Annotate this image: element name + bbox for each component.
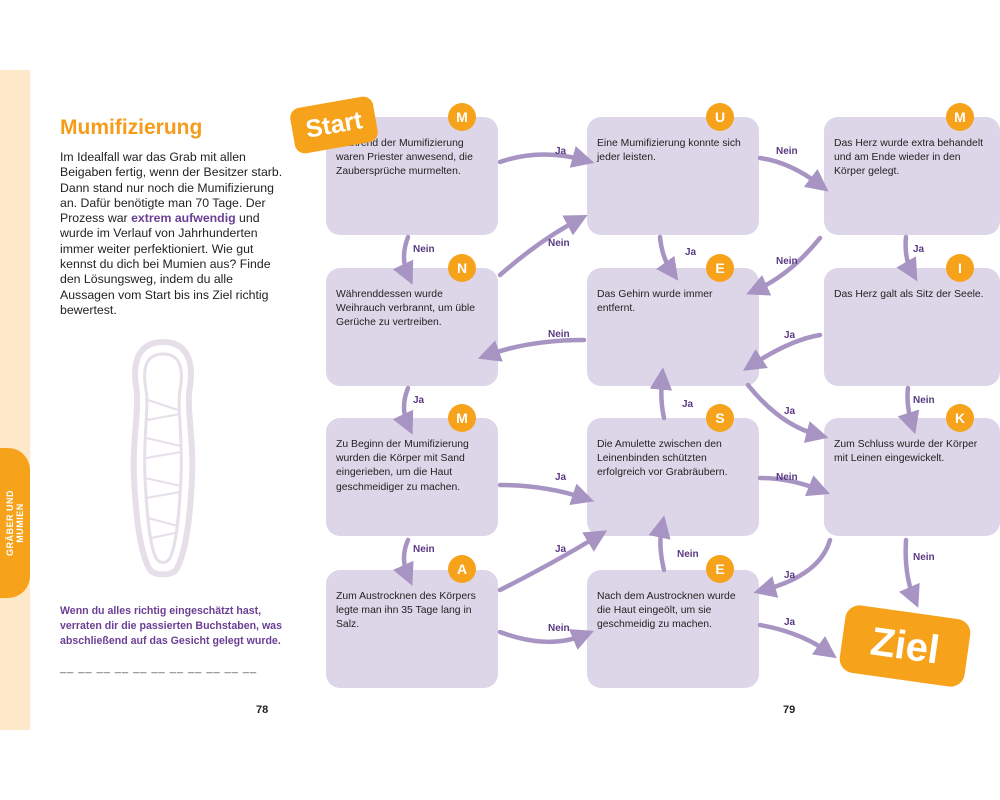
arrow-m-to-s: [497, 482, 595, 505]
mummy-illustration: [130, 338, 196, 578]
letter-circle: I: [946, 254, 974, 282]
arrow-m-to-e: [746, 235, 823, 296]
statement-text: Zum Austrocknen des Körpers legte man ih…: [336, 591, 476, 631]
statement-text: Das Herz galt als Sitz der Seele.: [834, 289, 984, 300]
letter-circle: M: [448, 404, 476, 432]
letter-circle: M: [448, 103, 476, 131]
arrow-label: Nein: [776, 146, 798, 157]
arrow-label: Ja: [682, 399, 694, 410]
instruction-text: Wenn du alles richtig eingeschätzt hast,…: [60, 605, 282, 647]
letter-circle: E: [706, 555, 734, 583]
arrow-label: Nein: [776, 472, 798, 483]
statement-box-5: Das Gehirn wurde immer entfernt.: [587, 268, 759, 386]
intro-part-1: Im Idealfall war das Grab mit allen Beig…: [60, 150, 283, 226]
arrow-label: Nein: [776, 256, 798, 267]
arrow-u-to-e: [656, 234, 679, 281]
arrow-a-to-e: [497, 629, 594, 650]
letter-circle: S: [706, 404, 734, 432]
arrow-m-to-i: [896, 234, 918, 282]
statement-text: Das Gehirn wurde immer entfernt.: [597, 289, 713, 315]
letter-circle: U: [706, 103, 734, 131]
statement-box-2: Eine Mumifizierung konnte sich jeder lei…: [587, 117, 759, 235]
arrow-u-to-m: [757, 155, 829, 192]
statement-text: Nach dem Austrocknen wurde die Haut eing…: [597, 591, 736, 631]
statement-text: Eine Mumifizierung konnte sich jeder lei…: [597, 138, 741, 164]
page-number-left: 78: [256, 704, 269, 716]
intro-text: Im Idealfall war das Grab mit allen Beig…: [60, 150, 288, 318]
arrow-label: Ja: [555, 544, 567, 555]
statement-text: Während der Mumifizierung waren Priester…: [336, 138, 473, 178]
arrow-n-to-u: [497, 214, 588, 278]
arrow-label: Ja: [784, 570, 796, 581]
arrow-m-to-a: [392, 537, 414, 586]
arrow-label: Nein: [913, 552, 935, 563]
arrow-label: Ja: [784, 617, 796, 628]
arrow-e-to-s: [648, 515, 671, 573]
statement-box-6: Das Herz galt als Sitz der Seele.: [824, 268, 1000, 386]
statement-text: Währenddessen wurde Weihrauch verbrannt,…: [336, 289, 475, 329]
arrow-label: Ja: [913, 244, 925, 255]
letter-circle: K: [946, 404, 974, 432]
arrow-label: Nein: [913, 395, 935, 406]
arrow-label: Ja: [555, 472, 567, 483]
chapter-tab: [0, 448, 30, 598]
arrow-e-to-k: [745, 382, 829, 443]
letter-circle: N: [448, 254, 476, 282]
page-edge-strip: [0, 70, 30, 730]
intro-bold: extrem aufwendig: [131, 211, 236, 226]
arrow-i-to-e: [742, 332, 823, 371]
page-title: Mumifizierung: [60, 116, 203, 139]
arrow-s-to-k: [757, 475, 831, 497]
arrow-k-to-ziel: [899, 537, 920, 608]
arrow-e-to-ziel: [757, 622, 837, 659]
arrow-k-to-e: [753, 537, 833, 598]
arrow-s-to-e: [649, 367, 673, 421]
arrow-label: Nein: [677, 549, 699, 560]
arrow-label: Ja: [413, 395, 425, 406]
page-number-right: 79: [783, 704, 796, 716]
arrow-e-to-n: [477, 337, 587, 362]
statement-text: Zum Schluss wurde der Körper mit Leinen …: [834, 439, 978, 465]
statement-box-11: Nach dem Austrocknen wurde die Haut eing…: [587, 570, 759, 688]
arrow-label: Nein: [413, 244, 435, 255]
arrow-label: Nein: [413, 544, 435, 555]
arrow-label: Nein: [548, 329, 570, 340]
statement-box-7: Zu Beginn der Mumifizierung wurden die K…: [326, 418, 498, 536]
intro-part-2: und wurde im Verlauf von Jahrhunderten i…: [60, 211, 271, 317]
arrow-label: Nein: [548, 623, 570, 634]
mummy-body-outline: [143, 352, 183, 564]
answer-blanks: __ __ __ __ __ __ __ __ __ __ __: [60, 662, 258, 674]
arrow-m-to-u: [497, 146, 595, 168]
arrow-label: Nein: [548, 238, 570, 249]
arrow-i-to-k: [897, 385, 920, 435]
letter-circle: M: [946, 103, 974, 131]
arrow-label: Ja: [784, 330, 796, 341]
statement-text: Zu Beginn der Mumifizierung wurden die K…: [336, 439, 469, 493]
arrow-m-to-n: [392, 234, 414, 285]
statement-text: Das Herz wurde extra behandelt und am En…: [834, 138, 984, 178]
statement-box-4: Währenddessen wurde Weihrauch verbrannt,…: [326, 268, 498, 386]
statement-box-10: Zum Austrocknen des Körpers legte man ih…: [326, 570, 498, 688]
letter-circle: A: [448, 555, 476, 583]
statement-box-3: Das Herz wurde extra behandelt und am En…: [824, 117, 1000, 235]
mummy-bandages: [144, 399, 182, 539]
letter-circle: E: [706, 254, 734, 282]
arrow-n-to-m: [392, 385, 414, 435]
statement-box-9: Zum Schluss wurde der Körper mit Leinen …: [824, 418, 1000, 536]
statement-box-8: Die Amulette zwischen den Leinenbinden s…: [587, 418, 759, 536]
arrow-a-to-s: [497, 530, 608, 593]
statement-text: Die Amulette zwischen den Leinenbinden s…: [597, 439, 728, 479]
arrow-label: Ja: [784, 406, 796, 417]
arrow-label: Ja: [685, 247, 697, 258]
mummy-sarcophagus-outline: [130, 338, 196, 578]
arrow-label: Ja: [555, 146, 567, 157]
